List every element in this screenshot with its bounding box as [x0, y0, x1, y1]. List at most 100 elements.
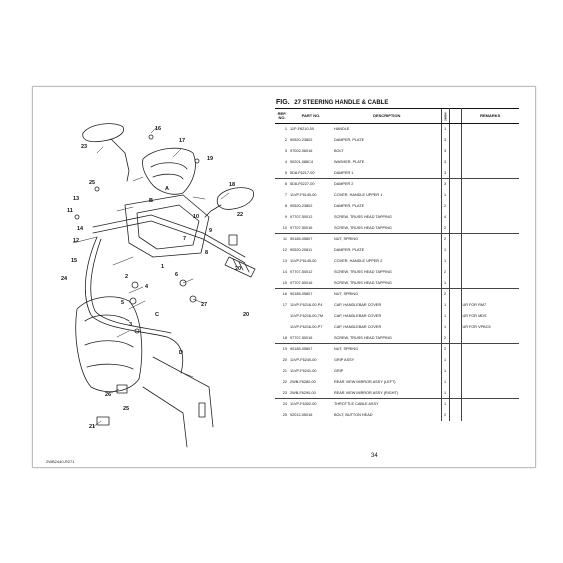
- blank-cell: [449, 299, 462, 311]
- ref-cell: 19: [275, 342, 289, 355]
- catalog-page: 23 17 16 25 19 22 18 20 11 13 14 12 15 1…: [32, 86, 536, 468]
- blank-cell: [449, 277, 462, 289]
- description-cell: NUT, SPRING: [333, 342, 441, 355]
- callout-8: 8: [205, 250, 209, 256]
- part-no-cell: 2WB-F6280-00: [290, 379, 316, 384]
- callout-20-right: 20: [243, 312, 250, 318]
- remarks-cell: UR FOR VPBC5: [462, 324, 491, 329]
- parts-table: REF. NO. PART NO. DESCRIPTION 2WB4 REMAR…: [275, 108, 519, 421]
- part-no-cell: 97002-06016: [290, 148, 313, 153]
- description-cell: COVER, HANDLE UPPER 2: [334, 258, 383, 263]
- qty-cell: 2: [440, 287, 450, 300]
- callout-21: 21: [89, 424, 96, 430]
- blank-cell: [449, 156, 462, 168]
- ref-cell: 8: [284, 203, 287, 208]
- callout-1: 1: [161, 264, 165, 270]
- callout-19: 19: [207, 156, 214, 162]
- qty-cell: 2: [440, 232, 450, 245]
- qty-cell: 2: [440, 332, 450, 344]
- qty-cell: 3: [440, 156, 450, 168]
- ref-cell: 16: [275, 287, 289, 300]
- callout-17: 17: [179, 138, 186, 144]
- remarks-cell: [461, 287, 519, 300]
- remarks-cell: [461, 266, 519, 277]
- description-cell: DAMPER, PLATE: [334, 138, 365, 143]
- part-no-cell: 97707-50012: [290, 269, 313, 274]
- ref-cell: 14: [282, 269, 287, 274]
- damper-5: [129, 297, 137, 305]
- qty-cell: 1: [440, 387, 450, 399]
- description-cell: BOLT, BUTTON HEAD: [334, 413, 373, 418]
- part-no-cell: 90520-23802: [290, 203, 313, 208]
- header-ref-no: REF. NO.: [275, 108, 289, 124]
- callout-2: 2: [125, 274, 129, 280]
- qty-cell: 2: [440, 409, 450, 421]
- description-cell: DAMPER, PLATE: [334, 203, 365, 208]
- blank-cell: [449, 310, 462, 322]
- description-cell: THROTTLE CABLE ASSY: [333, 397, 441, 410]
- ref-cell: 13: [282, 258, 287, 263]
- qty-cell: 2: [440, 266, 450, 278]
- ref-cell: 7: [284, 193, 287, 198]
- part-no-cell: 97707-50012: [290, 214, 313, 219]
- washer-4: [131, 281, 139, 289]
- qty-cell: 1: [440, 354, 450, 366]
- blank-cell: [449, 134, 462, 146]
- part-no-cell: 11VP-F6145-00: [290, 258, 317, 263]
- callout-B: B: [149, 198, 153, 204]
- part-no-cell: 11VP-F6302-00: [289, 397, 333, 410]
- nut-11: [74, 214, 80, 220]
- qty-cell: 1: [440, 244, 450, 256]
- callout-25: 25: [89, 180, 96, 186]
- qty-cell: 2: [440, 200, 450, 212]
- bolt-25: [94, 186, 100, 192]
- remarks-cell: [461, 135, 519, 146]
- qty-cell: 3: [440, 134, 450, 146]
- blank-cell: [449, 232, 462, 245]
- remarks-cell: UR FOR RM7: [462, 303, 487, 308]
- qty-cell: 1: [440, 365, 450, 377]
- callout-4: 4: [145, 284, 149, 290]
- callout-23: 23: [81, 144, 88, 150]
- description-cell: CAP, HANDLEBAR COVER: [334, 313, 382, 318]
- figure-number: 27: [294, 100, 301, 106]
- part-no-cell: 2WB-F6290-00: [290, 390, 316, 395]
- remarks-cell: [461, 256, 519, 267]
- handle-housing: [124, 194, 210, 258]
- blank-cell: [449, 365, 462, 377]
- page-number: 34: [371, 453, 378, 459]
- clip-27: [189, 295, 197, 303]
- part-no-cell: 90185-05807: [289, 342, 333, 355]
- description-cell: REAR VIEW MIRROR ASSY (LEFT): [334, 379, 396, 384]
- qty-cell: 1: [440, 277, 450, 289]
- part-no-cell: 11VP-F6140-00: [290, 193, 317, 198]
- qty-cell: 1: [440, 376, 450, 388]
- mount-30: [228, 234, 238, 246]
- remarks-cell: [461, 342, 519, 355]
- description-cell: GRIP: [334, 368, 344, 373]
- upper-cover: [142, 147, 196, 195]
- header-blank: [449, 108, 462, 124]
- damper-6: [179, 279, 187, 287]
- remarks-cell: [461, 211, 519, 222]
- blank-cell: [449, 255, 462, 267]
- callout-24: 24: [61, 276, 68, 282]
- callout-26: 26: [105, 392, 112, 398]
- ref-cell: 15: [282, 280, 287, 285]
- remarks-cell: [461, 146, 519, 157]
- callout-27: 27: [201, 302, 208, 308]
- ref-cell: 3: [284, 148, 287, 153]
- blank-cell: [449, 123, 462, 135]
- mirror-left-head: [216, 187, 254, 210]
- part-no-cell: 90185-05807: [289, 232, 333, 245]
- header-qty: 2WB4: [440, 108, 450, 124]
- description-cell: SCREW, TRUSS HEAD TAPPING: [334, 214, 392, 219]
- callout-9: 9: [209, 228, 213, 234]
- part-no-cell: 11P-F6210-00: [290, 127, 314, 132]
